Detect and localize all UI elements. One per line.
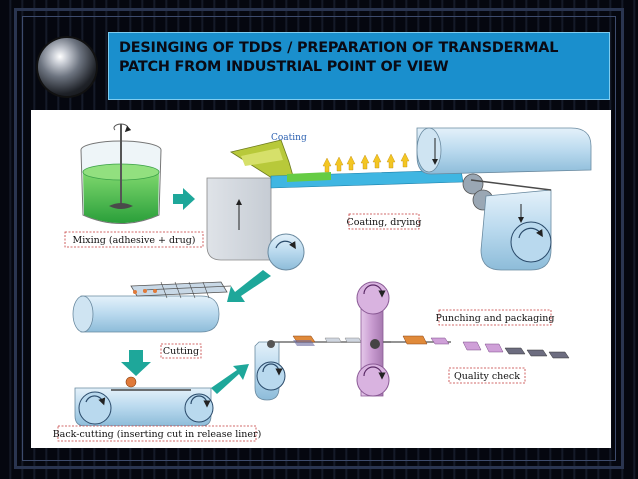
flow-arrow-4: [211, 364, 249, 394]
label-quality: Quality check: [454, 371, 520, 382]
flow-arrow-3: [121, 350, 151, 376]
slide-title: DESINGING OF TDDS / PREPARATION OF TRANS…: [119, 40, 559, 75]
label-punching: Punching and packaging: [435, 313, 554, 324]
label-box-coating-drying: [348, 213, 420, 230]
label-cutting: Cutting: [163, 346, 199, 357]
decorative-sphere-icon: [38, 38, 96, 96]
label-box-back-cutting: [57, 425, 257, 442]
inner-border-left: [22, 16, 23, 461]
label-coating: Coating: [271, 133, 307, 143]
label-box-mixing: [64, 231, 204, 248]
frame-border-left: [14, 8, 17, 469]
flow-arrow-1: [173, 188, 195, 210]
inner-border-top: [22, 16, 616, 17]
slide-title-box: DESINGING OF TDDS / PREPARATION OF TRANS…: [108, 32, 610, 100]
frame-border-right: [621, 8, 624, 469]
label-mixing: Mixing (adhesive + drug): [72, 235, 195, 246]
frame-border-bottom: [14, 466, 624, 469]
cutting-machine: [72, 281, 232, 333]
frame-border-top: [14, 8, 624, 11]
coating-machine: Coating: [206, 127, 592, 271]
label-box-cutting: [160, 343, 202, 359]
label-coating-drying: Coating, drying: [347, 217, 422, 228]
back-cutting-machine: [74, 376, 214, 427]
label-box-quality: [448, 367, 526, 384]
process-diagram: Mixing (adhesive + drug) Coating: [31, 110, 611, 448]
punching-machine: [254, 281, 570, 401]
flow-arrow-2: [227, 270, 271, 302]
inner-border-bottom: [22, 460, 616, 461]
mixing-vessel: [80, 123, 162, 224]
label-back-cutting: Back-cutting (inserting cut in release l…: [53, 429, 262, 440]
inner-border-right: [615, 16, 616, 461]
label-box-punching: [438, 309, 552, 326]
